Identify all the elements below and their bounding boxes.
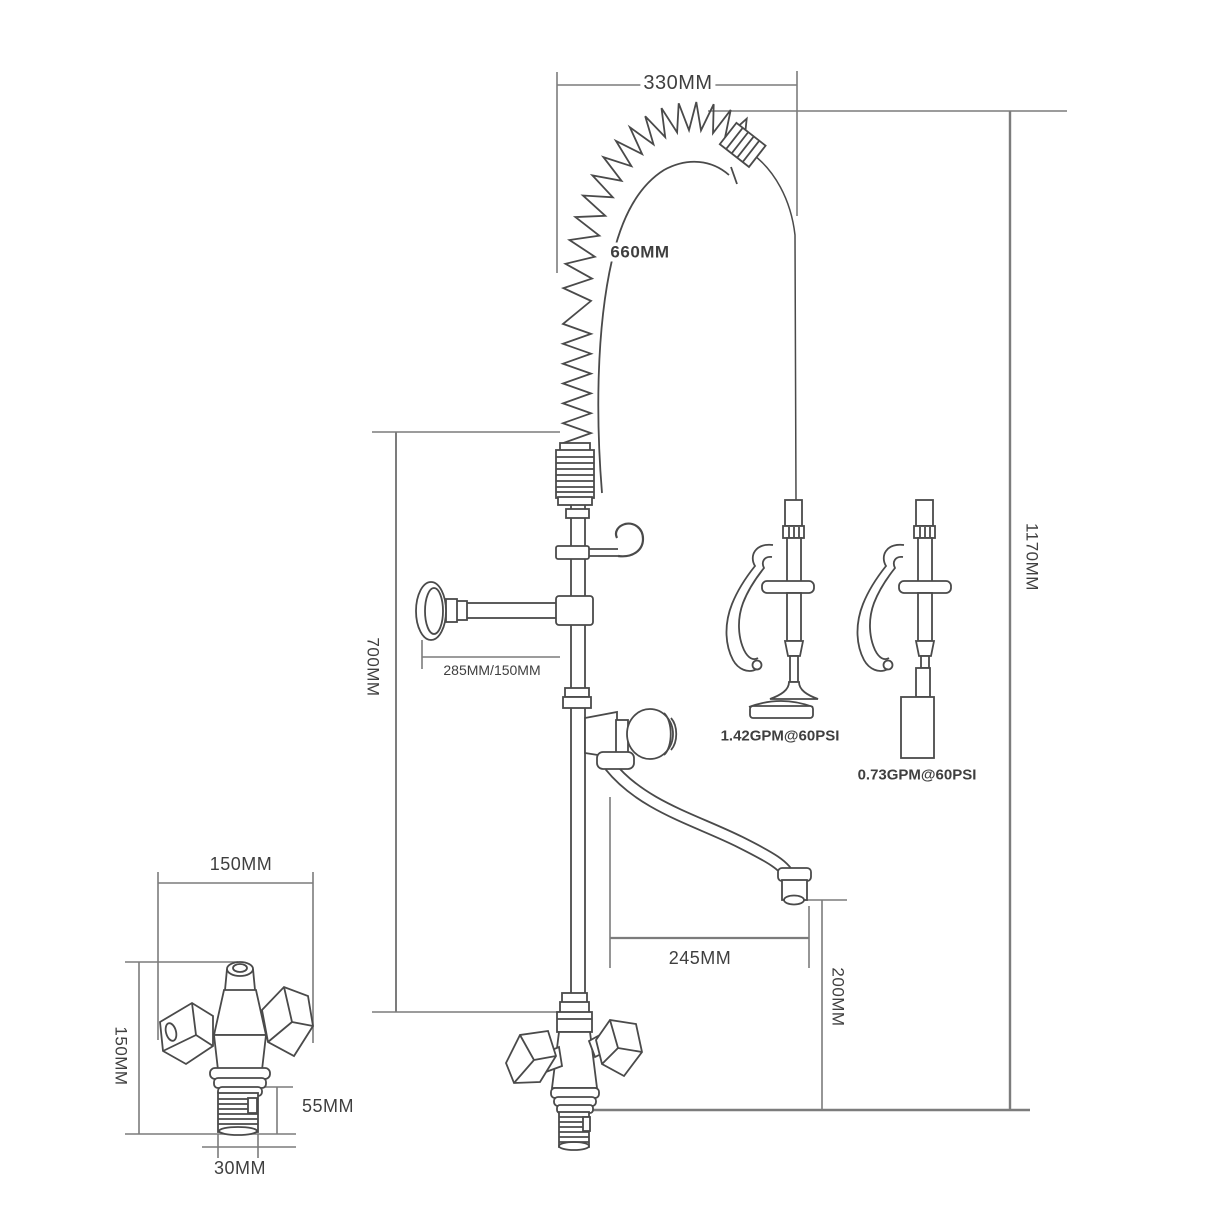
spray-flow-label: 1.42GPM@60PSI (717, 727, 843, 745)
spray-valve-detail-disc (725, 499, 819, 719)
dim-245mm-label: 245MM (665, 948, 735, 968)
coil-ferrule (718, 121, 767, 169)
threaded-shank (217, 1092, 259, 1136)
dim-330mm-label: 330MM (640, 72, 716, 94)
dimension-lines (125, 71, 1067, 1158)
addon-spout (596, 751, 812, 906)
nozzle-flow-label: 0.73GPM@60PSI (854, 766, 980, 784)
hose-curve-end-tick (730, 166, 738, 185)
riser-coupling (562, 687, 592, 709)
pre-rinse-unit (415, 101, 812, 1151)
hose-inner-curve (597, 160, 730, 494)
nozzle-hook (555, 522, 645, 560)
dim-30mm-label: 30MM (210, 1158, 270, 1178)
hose-grip (555, 442, 595, 519)
dim-660mm-label: 660MM (607, 242, 673, 262)
dim-700mm-label: 700MM (363, 634, 383, 700)
hose-drop-line (749, 151, 797, 501)
dim-285mm-label: 285MM/150MM (440, 662, 544, 678)
spout-elbow (596, 751, 635, 770)
dim-200mm-label: 200MM (828, 964, 848, 1030)
threaded-shank (558, 1111, 591, 1151)
valve-knob (626, 708, 674, 760)
faucet-base-detail-view (159, 961, 314, 1136)
valve-tee (584, 708, 678, 760)
right-handle (261, 985, 314, 1058)
spray-valve-detail-cylinder (856, 499, 952, 759)
squeeze-lever (725, 544, 774, 672)
left-handle (159, 1001, 214, 1066)
dim-150mm-width-label: 150MM (206, 854, 276, 874)
dim-55mm-label: 55MM (298, 1096, 358, 1116)
dim-1170mm-label: 1170MM (1022, 520, 1042, 594)
dim-150mm-height-label: 150MM (111, 1023, 131, 1089)
faucet-base (505, 992, 643, 1151)
wall-bracket (415, 581, 594, 641)
spring-coil (560, 101, 748, 454)
squeeze-lever (856, 544, 905, 672)
spout-tip-band (777, 867, 812, 882)
cylinder-nozzle (900, 696, 935, 759)
